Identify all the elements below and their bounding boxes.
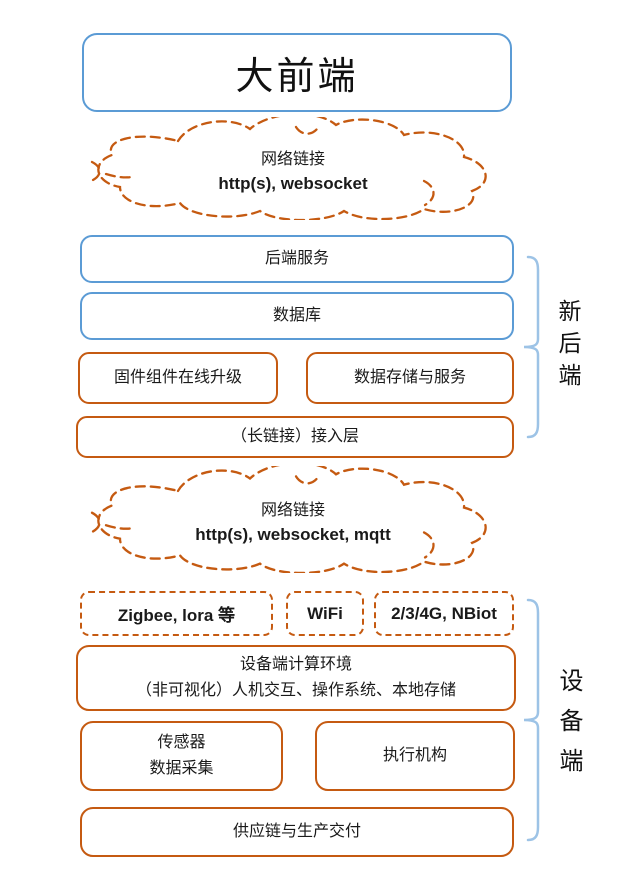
network-link-label: 网络链接 (260, 150, 325, 168)
new-backend-group-label: 新后端 (554, 299, 580, 395)
network-cloud-top-text: 网络链接 http(s), websocket (78, 128, 508, 210)
network-link-label: 网络链接 (260, 501, 325, 519)
access-layer-box: （长链接）接入层 (76, 416, 514, 458)
firmware-upgrade-label: 固件组件在线升级 (113, 369, 242, 386)
database-label: 数据库 (272, 307, 321, 324)
actuator-label: 执行机构 (382, 747, 447, 764)
network-protocols-label: http(s), websocket, mqtt (195, 524, 391, 544)
big-frontend-box: 大前端 (82, 33, 512, 112)
big-frontend-label: 大前端 (235, 54, 359, 98)
database-box: 数据库 (80, 292, 514, 340)
access-layer-label: （长链接）接入层 (230, 428, 359, 445)
device-side-group-label: 设备端 (555, 668, 583, 788)
cellular-label: 2/3/4G, NBiot (391, 603, 497, 623)
backend-service-label: 后端服务 (264, 250, 329, 267)
brace-backend-icon (523, 255, 540, 439)
device-computing-env-box: 设备端计算环境 （非可视化）人机交互、操作系统、本地存储 (76, 645, 516, 711)
sensor-sublabel: 数据采集 (149, 760, 214, 777)
zigbee-lora-box: Zigbee, lora 等 (80, 591, 273, 636)
actuator-box: 执行机构 (315, 721, 515, 791)
sensor-label: 传感器 (157, 734, 206, 751)
supply-chain-label: 供应链与生产交付 (232, 823, 361, 840)
brace-device-icon (523, 598, 540, 842)
firmware-upgrade-box: 固件组件在线升级 (78, 352, 278, 404)
wifi-box: WiFi (286, 591, 364, 636)
network-protocols-label: http(s), websocket (218, 173, 368, 193)
data-storage-label: 数据存储与服务 (353, 369, 466, 386)
device-computing-env-detail: （非可视化）人机交互、操作系统、本地存储 (135, 682, 456, 699)
cellular-box: 2/3/4G, NBiot (374, 591, 514, 636)
data-storage-box: 数据存储与服务 (306, 352, 514, 404)
supply-chain-box: 供应链与生产交付 (80, 807, 514, 857)
device-computing-env-title: 设备端计算环境 (239, 656, 352, 673)
backend-service-box: 后端服务 (80, 235, 514, 283)
network-cloud-icon-bottom (90, 466, 487, 573)
network-cloud-icon-top (90, 117, 487, 220)
sensor-box: 传感器 数据采集 (80, 721, 283, 791)
network-cloud-bottom-text: 网络链接 http(s), websocket, mqtt (78, 477, 508, 563)
wifi-label: WiFi (307, 603, 343, 623)
zigbee-lora-label: Zigbee, lora 等 (117, 606, 236, 625)
